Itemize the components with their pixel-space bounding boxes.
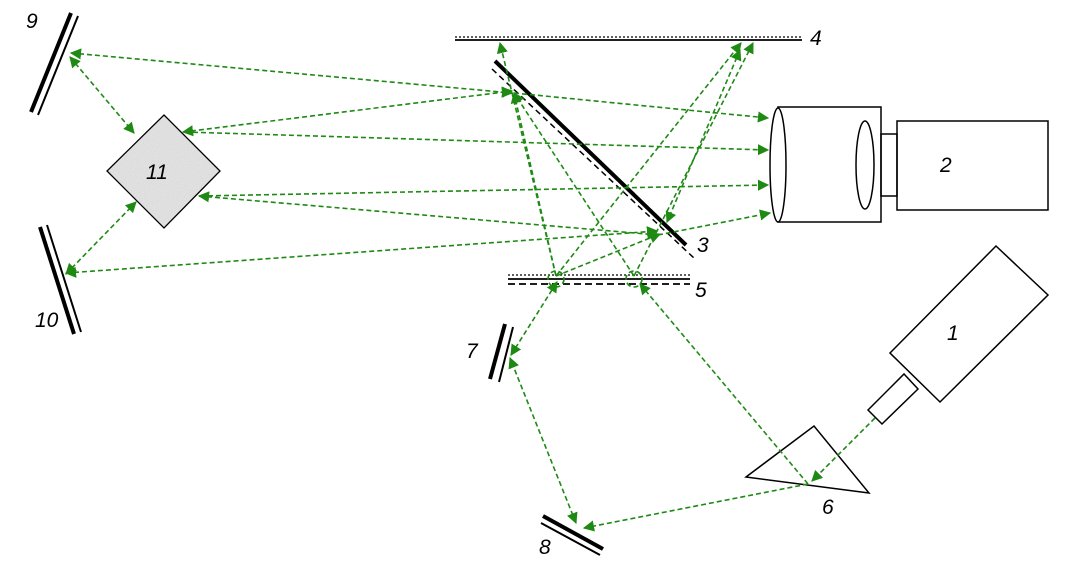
beam-diffuser-to-splitter <box>181 86 514 137</box>
beam-diffuser-to-splitter-lower <box>197 191 660 240</box>
beam-mirror-9-to-splitter <box>69 48 514 98</box>
beam-splitter-to-plate-4 <box>665 48 742 224</box>
label-2: 2 <box>939 154 952 177</box>
label-1: 1 <box>947 322 959 345</box>
beam-mirror-8-to-mirror-7 <box>508 356 578 525</box>
beam-to-camera-3 <box>199 179 770 197</box>
beam-prism-to-mirror-8 <box>582 483 809 532</box>
label-7: 7 <box>466 340 479 363</box>
label-10: 10 <box>35 309 59 332</box>
laser-1 <box>866 244 1050 426</box>
beam-sample-to-splitter-b <box>513 92 635 277</box>
label-9: 9 <box>26 10 38 33</box>
beam-sample-to-plate-4-c <box>633 42 754 277</box>
beam-sample-to-splitter-c <box>555 232 662 277</box>
beam-mirror-7-to-sample <box>510 281 558 356</box>
label-8: 8 <box>539 536 551 559</box>
plate-4 <box>455 36 802 41</box>
beam-mirror-9-to-diffuser <box>69 56 135 134</box>
sample-plate-5 <box>508 274 690 285</box>
beam-sample-to-plate-4-b <box>555 42 742 277</box>
mirror-7 <box>488 323 514 383</box>
beam-to-camera-4 <box>657 209 772 236</box>
beam-prism-to-sample <box>639 283 809 485</box>
mirror-9 <box>29 12 79 116</box>
label-5: 5 <box>695 279 707 302</box>
mirror-10 <box>38 224 82 335</box>
beam-laser-to-prism <box>811 417 876 482</box>
label-6: 6 <box>822 496 834 519</box>
label-4: 4 <box>810 27 822 50</box>
beam-to-camera-2 <box>184 131 770 156</box>
scatter-spot-b <box>625 270 643 288</box>
beam-to-camera-1 <box>513 92 770 123</box>
camera-2 <box>769 106 1049 223</box>
beam-sample-to-splitter-a <box>510 91 557 277</box>
beam-paths <box>64 41 876 532</box>
beam-mirror-10-to-diffuser <box>65 201 137 275</box>
label-11: 11 <box>146 161 168 184</box>
beam-mirror-10-to-splitter <box>64 226 659 278</box>
label-3: 3 <box>697 234 709 257</box>
scatter-spot-a <box>547 270 565 288</box>
diffuser-11 <box>106 114 221 229</box>
